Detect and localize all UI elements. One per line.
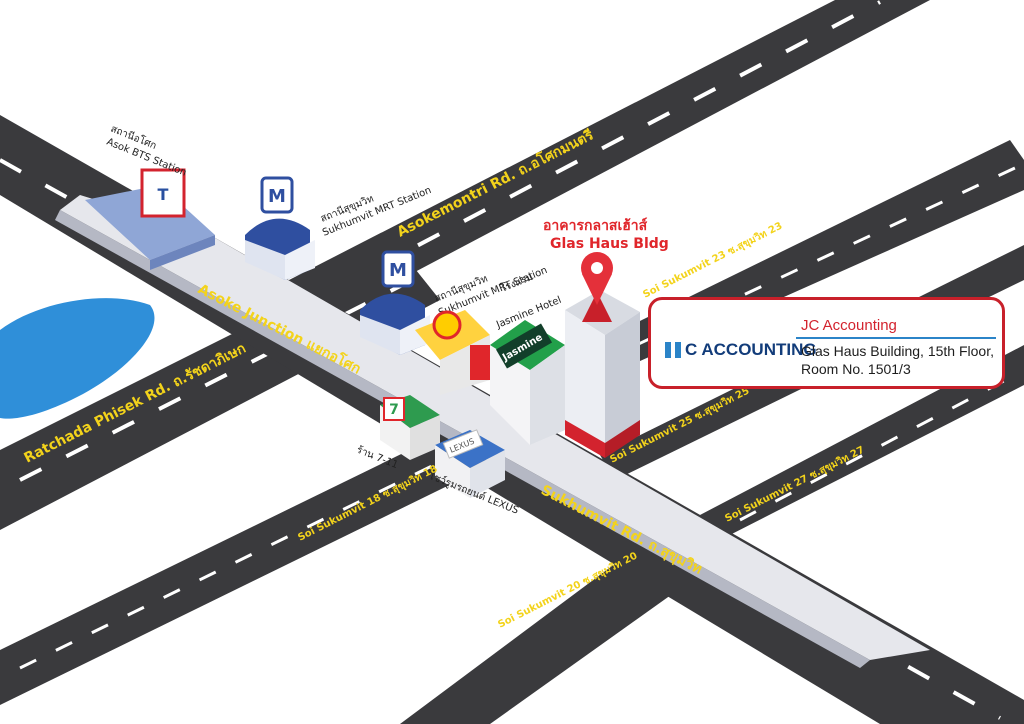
jc-logo-text: C ACCOUNTING <box>685 340 817 359</box>
glas-haus-th: อาคารกลาสเฮ้าส์ <box>543 217 648 234</box>
soi27-road <box>700 345 1024 540</box>
pond <box>0 298 155 419</box>
bts-station: T <box>85 168 215 270</box>
glas-haus-building <box>565 252 640 458</box>
shell-logo-icon <box>432 310 462 340</box>
card-divider <box>796 337 996 339</box>
glas-haus-en: Glas Haus Bldg <box>550 236 669 252</box>
seven-eleven-logo-icon: 7 <box>389 402 399 418</box>
mrt-station-2: M <box>360 250 430 355</box>
address-line-2: Room No. 1501/3 <box>801 361 911 377</box>
soi20-road <box>400 560 720 724</box>
company-info-card: C ACCOUNTING JC Accounting Glas Haus Bui… <box>648 297 1005 389</box>
shell-station <box>415 310 492 395</box>
address-line-1: Glas Haus Building, 15th Floor, <box>801 343 994 359</box>
mrt-logo-icon: M <box>268 186 286 207</box>
jc-accounting-logo: C ACCOUNTING <box>665 340 817 360</box>
hotel-label-th: โรงแรม <box>498 270 534 295</box>
mrt2-logo-icon: M <box>389 260 407 281</box>
soi18-road <box>0 440 480 705</box>
jasmine-hotel: Jasmine <box>490 320 565 445</box>
seven-eleven-store: 7 <box>380 395 440 460</box>
lexus-showroom: LEXUS <box>435 429 505 498</box>
soi27-label: Soi Sukumvit 27 ซ.สุขุมวิท 27 <box>723 444 866 525</box>
map-pin-icon <box>582 292 612 322</box>
bts-logo-icon: T <box>158 185 169 204</box>
mrt-station-1: M <box>245 176 315 280</box>
company-name: JC Accounting <box>801 317 897 334</box>
jc-logo-icon <box>665 341 681 359</box>
